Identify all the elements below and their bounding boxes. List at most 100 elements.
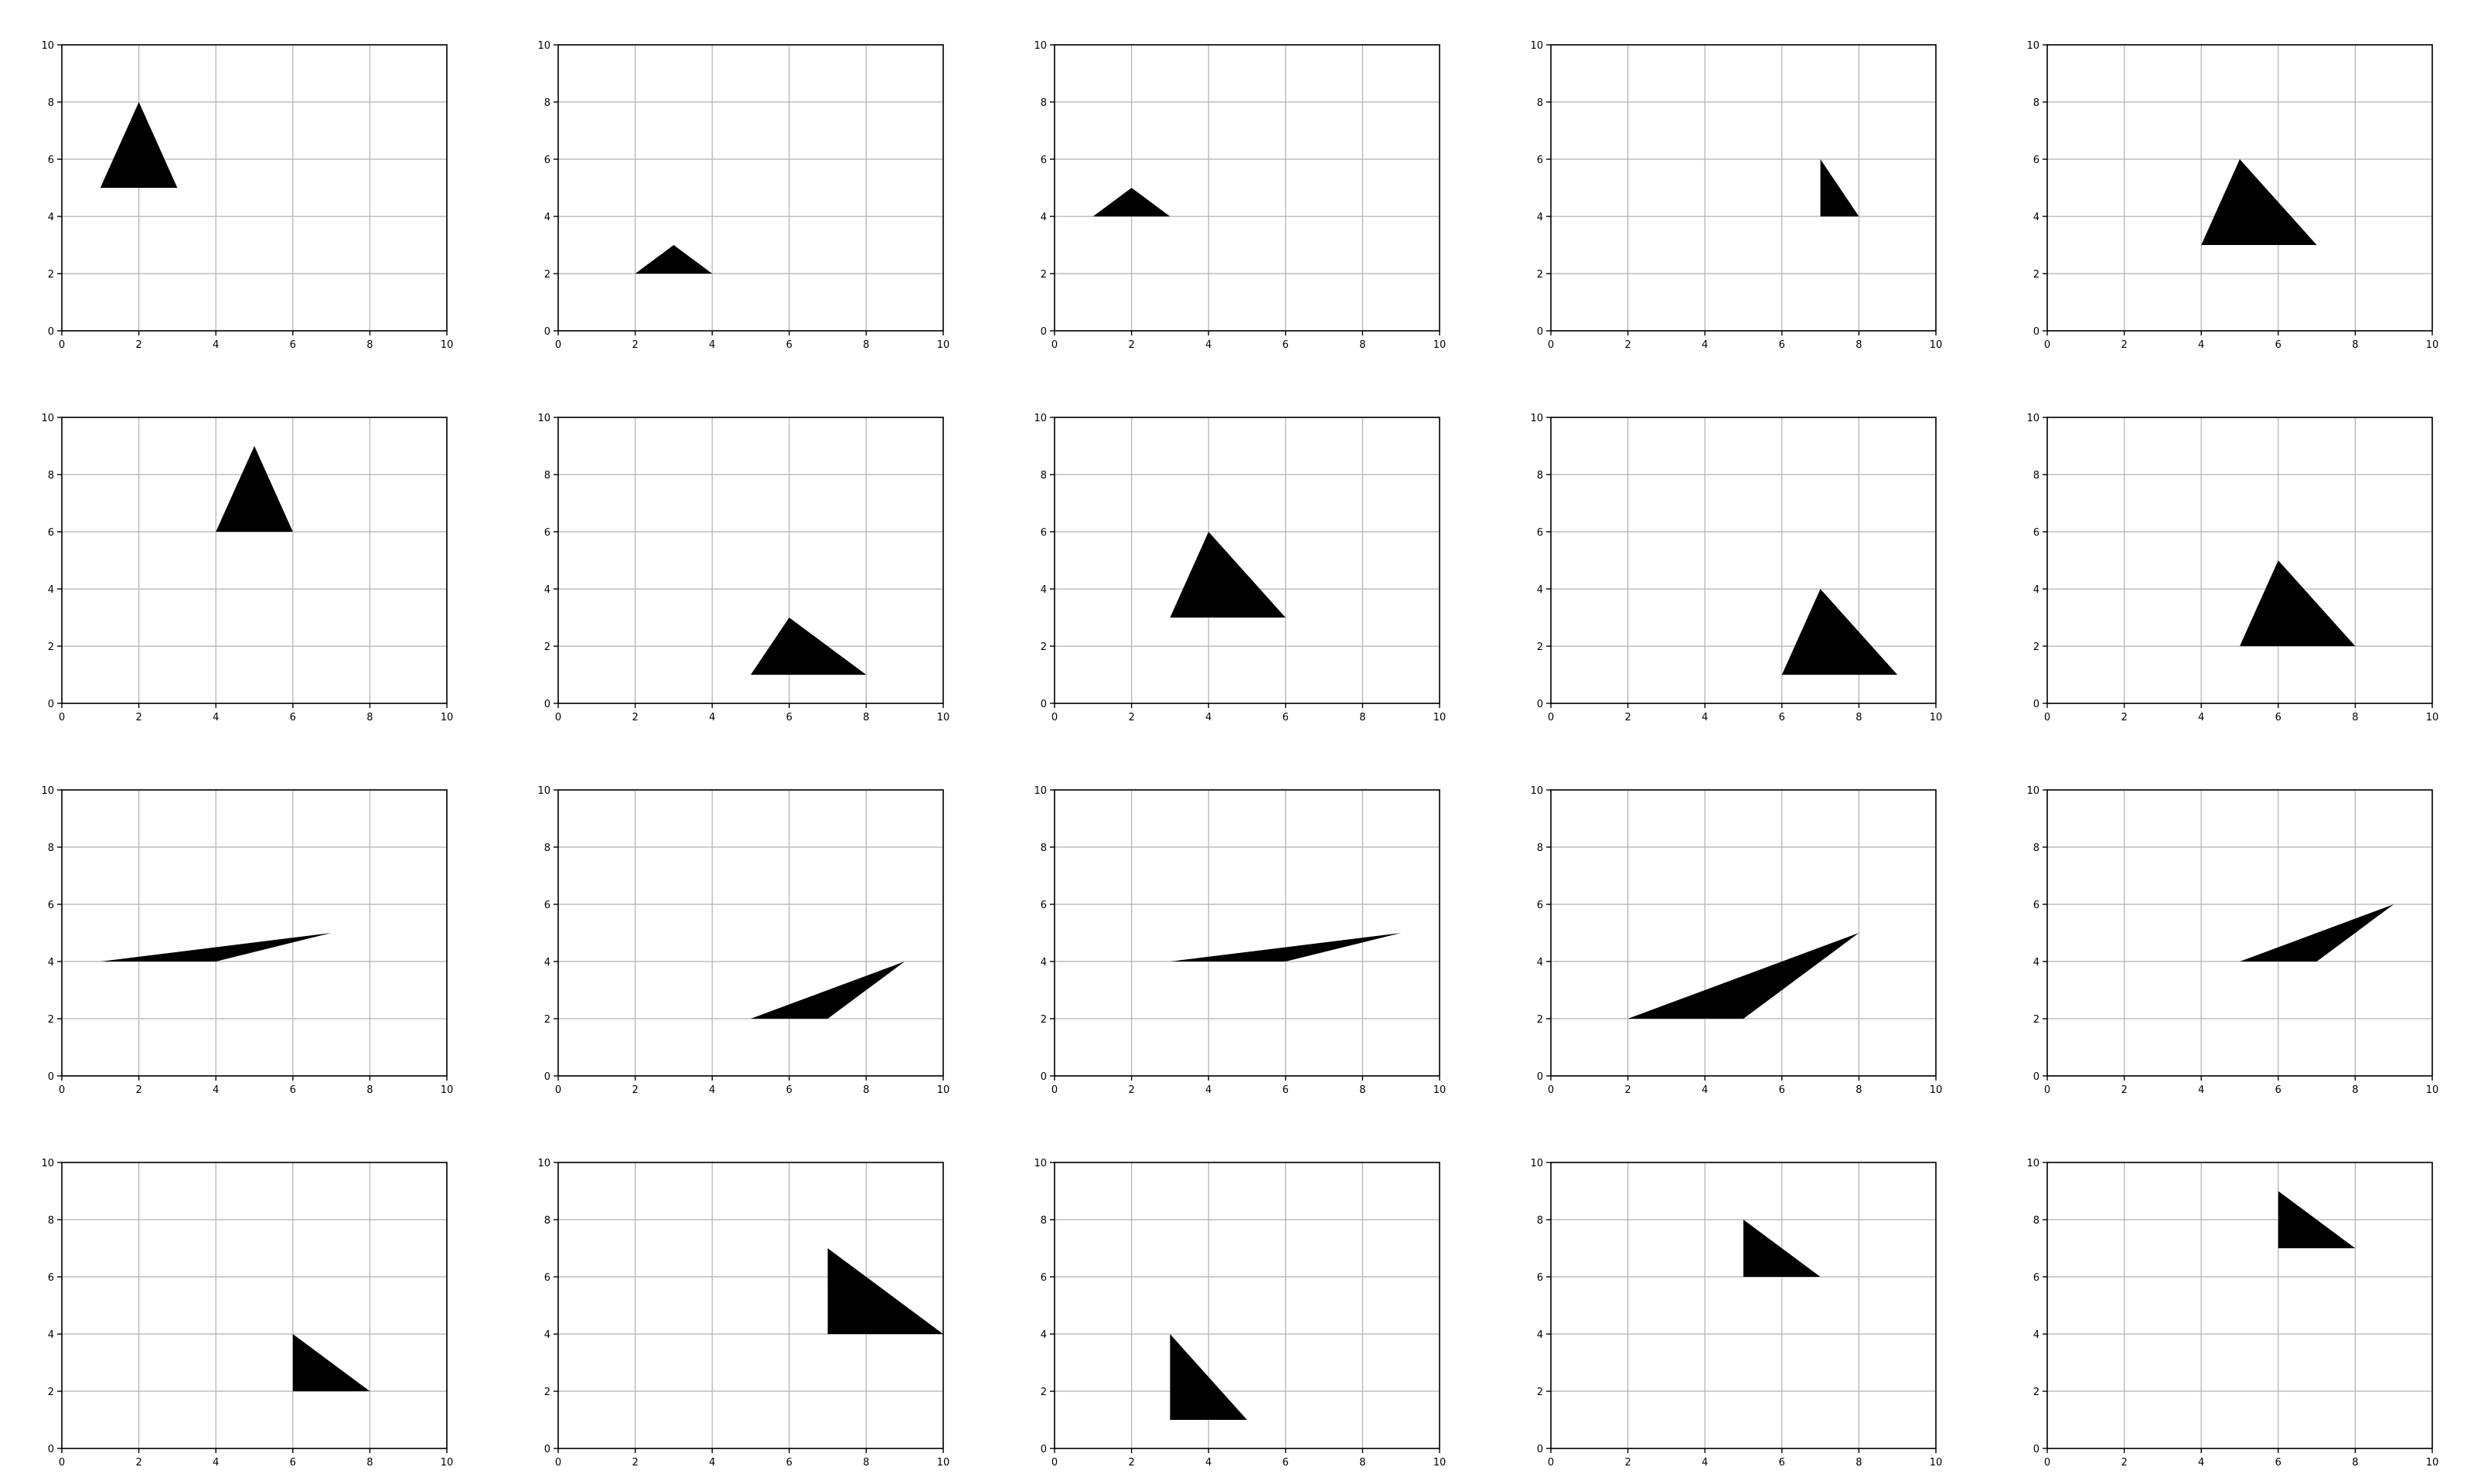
axes-frame (1054, 789, 1440, 1077)
y-tick-label: 4 (2033, 212, 2040, 223)
triangle-11 (100, 933, 332, 962)
y-tick-label: 8 (544, 470, 550, 482)
x-tick-label: 2 (1128, 339, 1134, 351)
x-tick-label: 2 (2121, 1457, 2127, 1469)
x-tick-label: 10 (2426, 339, 2439, 351)
axes-frame (61, 417, 448, 704)
x-tick-label: 2 (135, 1457, 141, 1469)
x-tick-label: 10 (1930, 1457, 1943, 1469)
x-tick-label: 10 (1930, 339, 1943, 351)
y-tick-label: 6 (1537, 1272, 1543, 1284)
x-tick-label: 2 (1128, 712, 1134, 723)
x-tick-label: 6 (2275, 712, 2281, 723)
axes-frame (2046, 789, 2433, 1077)
y-tick-label: 4 (1537, 212, 1543, 223)
y-tick-label: 0 (2033, 1071, 2040, 1083)
y-tick-label: 0 (544, 326, 550, 338)
x-tick-label: 4 (1205, 712, 1211, 723)
x-tick-label: 6 (1283, 712, 1289, 723)
axes-frame (61, 44, 448, 332)
x-tick-label: 4 (2198, 1084, 2204, 1096)
x-tick-label: 8 (2352, 712, 2358, 723)
triangle-4 (1820, 159, 1859, 216)
y-tick-label: 6 (48, 900, 54, 911)
axes-frame (557, 1162, 944, 1449)
y-tick-label: 0 (48, 1444, 54, 1455)
y-tick-label: 4 (2033, 1329, 2040, 1341)
y-tick-label: 2 (2033, 642, 2040, 653)
y-tick-label: 8 (2033, 1215, 2040, 1227)
y-tick-label: 8 (48, 1215, 54, 1227)
y-tick-label: 0 (2033, 1444, 2040, 1455)
x-tick-label: 2 (632, 712, 638, 723)
x-tick-label: 10 (441, 712, 454, 723)
y-tick-label: 6 (2033, 1272, 2040, 1284)
y-tick-label: 8 (1537, 97, 1543, 109)
x-tick-label: 0 (59, 1084, 65, 1096)
y-tick-label: 0 (1041, 1444, 1047, 1455)
x-tick-label: 6 (2275, 1084, 2281, 1096)
y-tick-label: 4 (48, 1329, 54, 1341)
axes-frame (2046, 417, 2433, 704)
y-tick-label: 10 (1530, 785, 1543, 797)
x-tick-label: 10 (441, 339, 454, 351)
y-tick-label: 10 (537, 413, 550, 424)
y-tick-label: 10 (1034, 40, 1047, 52)
triangle-9 (1781, 589, 1898, 675)
y-tick-label: 6 (544, 527, 550, 539)
y-tick-label: 6 (2033, 527, 2040, 539)
x-tick-label: 0 (2044, 1084, 2050, 1096)
x-tick-label: 2 (1624, 339, 1631, 351)
x-tick-label: 4 (213, 1457, 219, 1469)
y-tick-label: 8 (544, 842, 550, 854)
triangle-15 (2240, 904, 2394, 962)
y-tick-label: 2 (1537, 642, 1543, 653)
y-tick-label: 2 (48, 1387, 54, 1398)
y-tick-label: 0 (1041, 699, 1047, 710)
y-tick-label: 6 (544, 900, 550, 911)
y-tick-label: 6 (2033, 900, 2040, 911)
x-tick-label: 8 (1359, 339, 1365, 351)
x-tick-label: 0 (1548, 1457, 1554, 1469)
x-tick-label: 8 (1359, 1457, 1365, 1469)
x-tick-label: 2 (1624, 712, 1631, 723)
triangle-6 (216, 446, 293, 532)
x-tick-label: 0 (1548, 339, 1554, 351)
y-tick-label: 8 (1041, 1215, 1047, 1227)
x-tick-label: 10 (1433, 339, 1447, 351)
y-tick-label: 4 (1041, 1329, 1047, 1341)
x-tick-label: 4 (213, 339, 219, 351)
x-tick-label: 6 (1779, 1457, 1785, 1469)
y-tick-label: 4 (1041, 212, 1047, 223)
x-tick-label: 10 (1433, 712, 1447, 723)
axes-frame (1550, 1162, 1937, 1449)
y-tick-label: 6 (1041, 155, 1047, 166)
y-tick-label: 4 (1041, 957, 1047, 968)
triangle-7 (751, 618, 867, 675)
x-tick-label: 6 (1779, 712, 1785, 723)
x-tick-label: 4 (709, 712, 715, 723)
y-tick-label: 8 (1537, 842, 1543, 854)
triangle-12 (751, 962, 905, 1019)
x-tick-label: 8 (1855, 339, 1862, 351)
y-tick-label: 6 (1041, 900, 1047, 911)
x-tick-label: 10 (937, 1457, 950, 1469)
triangle-8 (1170, 532, 1286, 618)
y-tick-label: 10 (41, 413, 54, 424)
triangle-3 (1092, 188, 1171, 216)
x-tick-label: 10 (1433, 1457, 1447, 1469)
x-tick-label: 2 (135, 712, 141, 723)
x-tick-label: 8 (366, 1084, 373, 1096)
x-tick-label: 0 (1548, 712, 1554, 723)
axes-frame (1550, 44, 1937, 332)
y-tick-label: 2 (544, 1014, 550, 1026)
y-tick-label: 8 (48, 842, 54, 854)
y-tick-label: 2 (1041, 1014, 1047, 1026)
x-tick-label: 0 (59, 339, 65, 351)
x-tick-label: 4 (1702, 1457, 1708, 1469)
